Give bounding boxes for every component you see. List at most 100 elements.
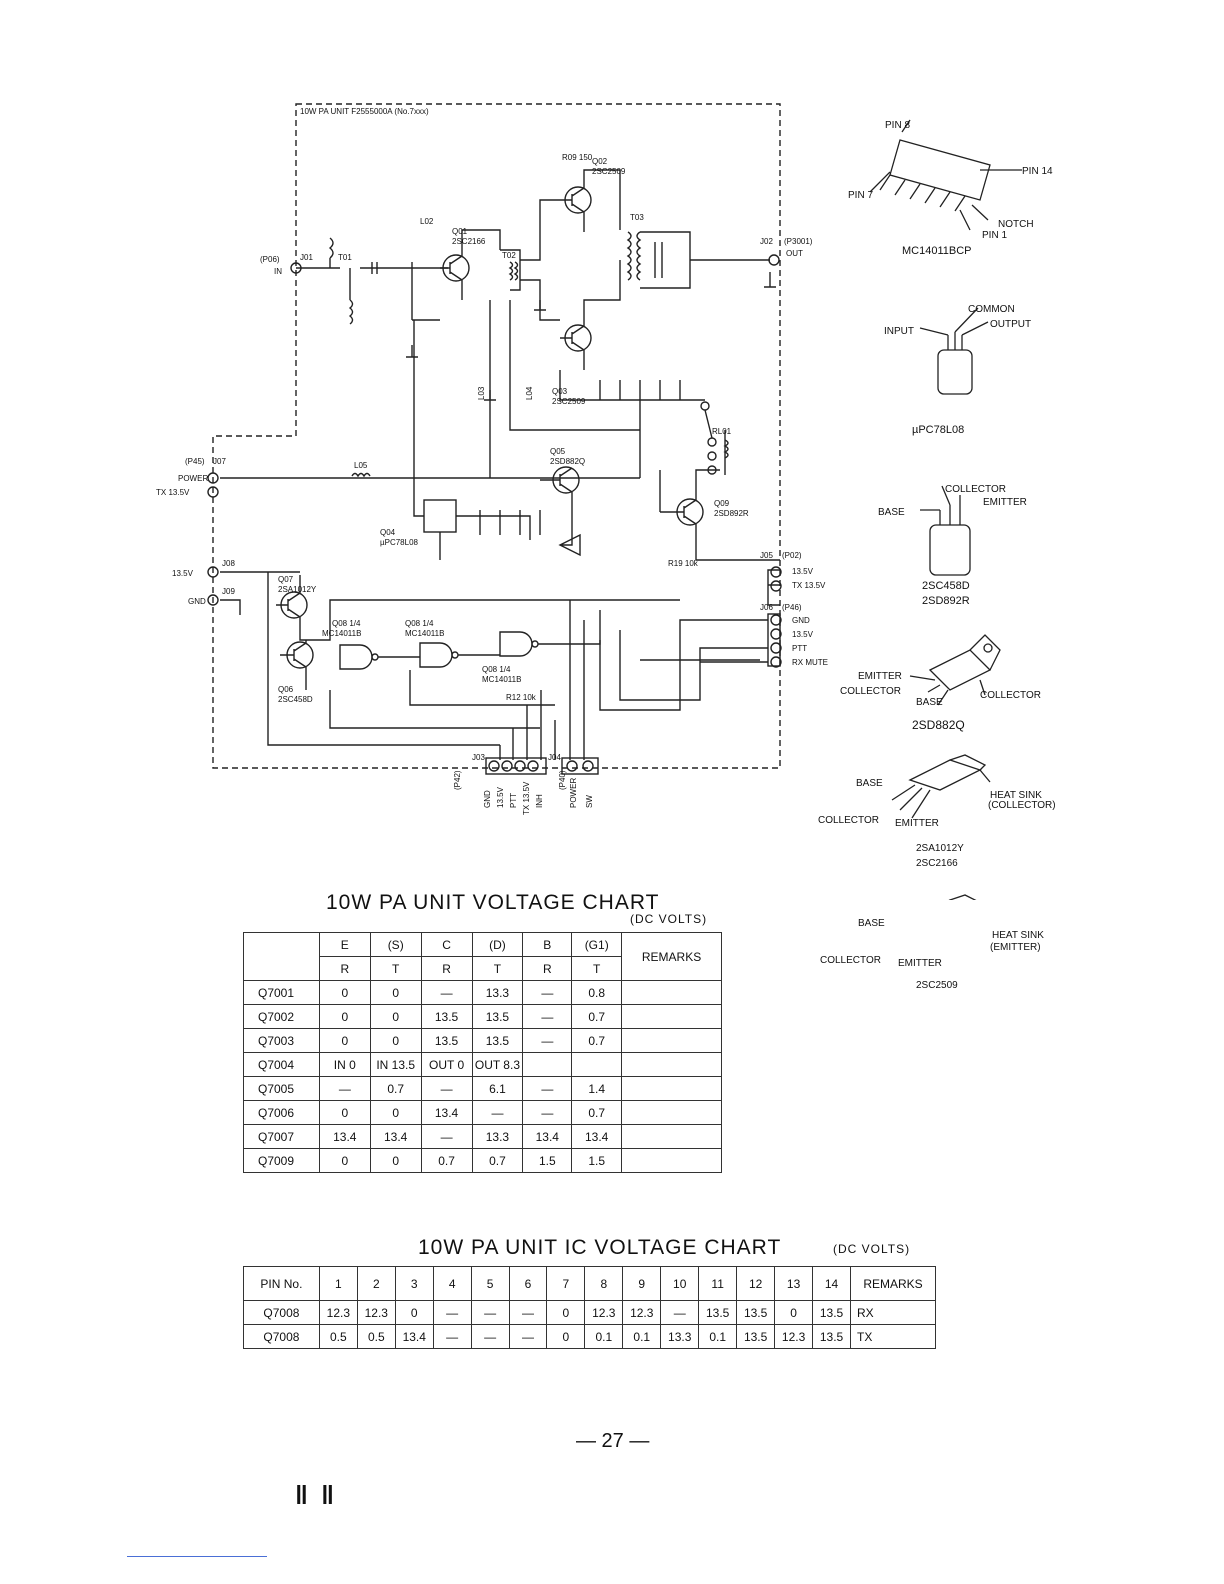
table-cell: — [432, 1300, 472, 1325]
table-cell: 13.5 [420, 1028, 473, 1053]
table-cell: 13.5 [736, 1300, 776, 1325]
header-cell: 14 [812, 1266, 851, 1301]
header-cell: 11 [698, 1266, 738, 1301]
table-cell: 1.4 [571, 1076, 623, 1101]
port-pin-label: SW [585, 795, 594, 808]
table-cell: 13.4 [369, 1124, 422, 1149]
input-label: INPUT [884, 326, 914, 337]
part-ref: R19 10k [668, 559, 699, 568]
table-header-row: E (S) C (D) B (G1) REMARKS [243, 932, 722, 981]
header-cell: 5 [470, 1266, 510, 1301]
part-ref: RL01 [712, 427, 732, 436]
part-ref: T03 [630, 213, 644, 222]
table-cell: 1.5 [571, 1148, 623, 1173]
port-label: POWER [178, 474, 208, 483]
heat-sink-label: HEAT SINK [990, 790, 1042, 801]
emitter-label: EMITTER [895, 818, 939, 829]
port-label: J07 [213, 457, 226, 466]
port-label: J03 [472, 753, 485, 762]
part-ref: L04 [525, 386, 534, 400]
table-cell [621, 1148, 722, 1173]
table-cell: 12.3 [622, 1300, 662, 1325]
table-cell: — [470, 1324, 510, 1349]
row-label-cell: Q7003 [243, 1028, 320, 1053]
header-cell: 8 [584, 1266, 624, 1301]
header-cell: REMARKS [621, 932, 722, 981]
row-label-cell: Q7007 [243, 1124, 320, 1149]
port-label: J01 [300, 253, 313, 262]
table-cell: 0.1 [698, 1324, 738, 1349]
part-type: 2SA1012Y [278, 585, 317, 594]
port-pin-label: 13.5V [496, 786, 505, 808]
part-type: 2SC2166 [452, 237, 486, 246]
ic-chart-title: 10W PA UNIT IC VOLTAGE CHART [418, 1236, 782, 1259]
table-cell: 13.5 [471, 1004, 524, 1029]
2sd882q-label: 2SD882Q [912, 718, 965, 732]
header-cell: 13 [774, 1266, 814, 1301]
table-cell: 12.3 [584, 1300, 624, 1325]
header-cell: 4 [432, 1266, 472, 1301]
header-cell: 6 [508, 1266, 548, 1301]
table-cell [621, 1028, 722, 1053]
table-cell: 0 [318, 1028, 371, 1053]
collector-label: COLLECTOR [980, 690, 1041, 701]
table-cell: 0.7 [571, 1100, 623, 1125]
port-pin-label: PTT [509, 793, 518, 808]
ic-chart-unit: (DC VOLTS) [833, 1242, 911, 1256]
mc14011bcp-label: MC14011BCP [902, 245, 972, 257]
table-cell: — [508, 1300, 548, 1325]
part-ref: T01 [338, 253, 352, 262]
header-cell: 3 [394, 1266, 434, 1301]
base-label: BASE [916, 697, 943, 708]
header-cell: 7 [546, 1266, 586, 1301]
table-cell: — [522, 1004, 573, 1029]
2sc2166-label: 2SC2166 [916, 858, 958, 869]
port-label: OUT [786, 249, 803, 258]
table-cell: 13.5 [471, 1028, 524, 1053]
table-cell: 13.3 [660, 1324, 700, 1349]
part-ref: L02 [420, 217, 434, 226]
table-cell: 13.5 [812, 1324, 851, 1349]
table-cell: 13.4 [318, 1124, 371, 1149]
pin-1-label: PIN 1 [982, 230, 1008, 241]
port-pin-label: POWER [569, 778, 578, 808]
header-cell: 12 [736, 1266, 776, 1301]
table-cell: 13.5 [812, 1300, 851, 1325]
table-cell: — [420, 980, 473, 1005]
port-label: TX 13.5V [792, 581, 826, 590]
port-label: PTT [792, 644, 807, 653]
part-type: 2SD882Q [550, 457, 585, 466]
port-ref: (P46) [782, 603, 802, 612]
collector-label: COLLECTOR [818, 815, 879, 826]
bottom-rule [127, 1556, 267, 1557]
table-cell: 0 [369, 980, 422, 1005]
table-row: Q7005—0.7—6.1—1.4 [243, 1076, 722, 1101]
table-cell: 0 [546, 1324, 586, 1349]
subheader-cell: T [471, 956, 524, 981]
port-label: J09 [222, 587, 235, 596]
port-label: TX 13.5V [156, 488, 190, 497]
table-cell: — [420, 1124, 473, 1149]
upc78l08-label: µPC78L08 [912, 424, 965, 436]
part-type: 2SD892R [714, 509, 749, 518]
part-ref: R09 150 [562, 153, 593, 162]
table-cell: 1.5 [522, 1148, 573, 1173]
table-cell: 13.5 [420, 1004, 473, 1029]
table-cell: 13.3 [471, 980, 524, 1005]
part-ref: R12 10k [506, 693, 537, 702]
table-cell: 13.4 [420, 1100, 473, 1125]
row-label-cell: Q7009 [243, 1148, 320, 1173]
table-cell: 0.7 [571, 1004, 623, 1029]
table-cell [621, 1052, 722, 1077]
table-cell: 0.7 [420, 1148, 473, 1173]
header-cell: 10 [660, 1266, 700, 1301]
port-label: J02 [760, 237, 773, 246]
table-cell [571, 1052, 623, 1077]
header-cell: (S) [369, 932, 422, 957]
